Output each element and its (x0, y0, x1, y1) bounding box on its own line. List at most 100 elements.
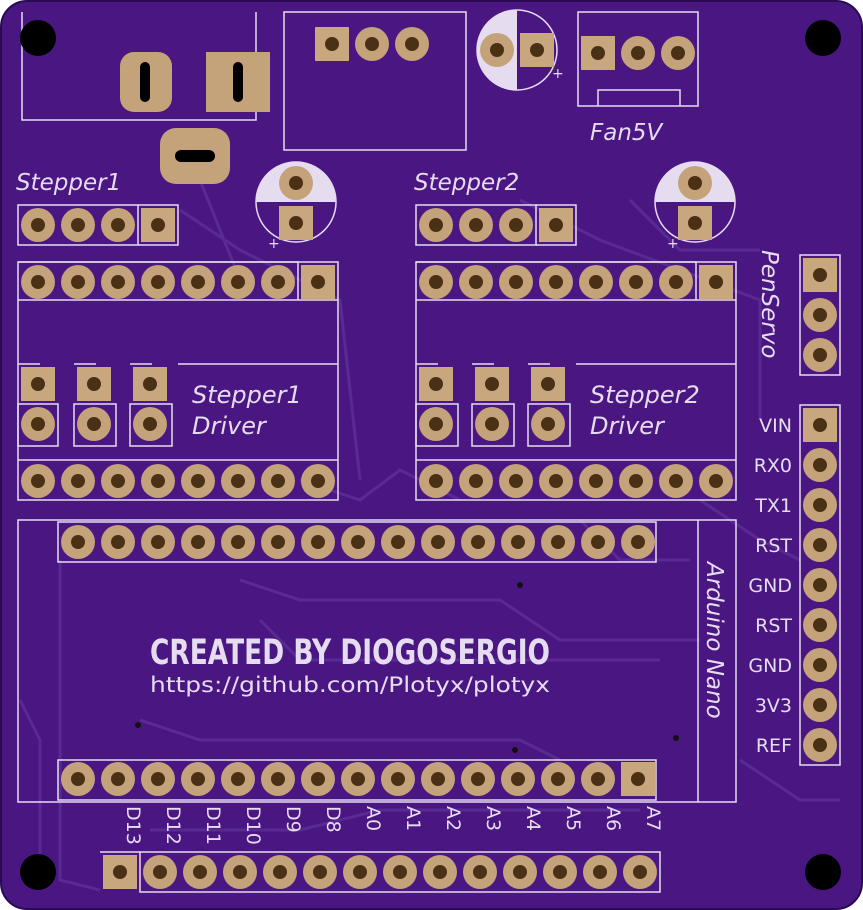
bottom-header-pad (263, 855, 297, 889)
stepper1-driver-pad (261, 265, 295, 299)
stepper2-jumper-pad (531, 407, 565, 441)
bottom-header-label: A0 (362, 806, 384, 831)
silkscreen-outlines (17, 11, 841, 893)
stepper1-jumper-pad (21, 367, 55, 401)
stepper1-driver-pad (141, 464, 175, 498)
arduino-pad (501, 762, 535, 796)
right-header-label: VIN (759, 415, 792, 437)
label-arduino-nano: Arduino Nano (701, 560, 727, 719)
arduino-pad (181, 525, 215, 559)
mount-hole-top-left (20, 20, 56, 56)
arduino-pad (141, 525, 175, 559)
bottom-header-pad (503, 855, 537, 889)
stepper1-driver-pad (101, 464, 135, 498)
arduino-pad (101, 525, 135, 559)
right-header-pad (803, 408, 837, 442)
arduino-pad (141, 762, 175, 796)
arduino-pad (501, 525, 535, 559)
fan-pad (581, 36, 615, 70)
cap-polarity-stepper1: + (268, 236, 280, 252)
stepper2-jumper-pad (531, 367, 565, 401)
stepper2-driver-pad (499, 464, 533, 498)
arduino-pad (261, 525, 295, 559)
label-stepper2-driver-line2: Driver (590, 412, 666, 440)
regulator-pad (395, 27, 429, 61)
bottom-header-pad (143, 855, 177, 889)
stepper1-connector-pad (101, 208, 135, 242)
arduino-pad (581, 525, 615, 559)
stepper1-driver-pad (101, 265, 135, 299)
stepper1-driver-pad (61, 265, 95, 299)
stepper2-driver-pad (539, 265, 573, 299)
arduino-pad (221, 525, 255, 559)
mounting-holes (20, 20, 841, 890)
stepper2-driver-pad (499, 265, 533, 299)
arduino-pad (541, 762, 575, 796)
mount-hole-bottom-right (805, 854, 841, 890)
label-stepper2-driver-line1: Stepper2 (590, 381, 700, 409)
arduino-pad (541, 525, 575, 559)
arduino-pad (341, 525, 375, 559)
bottom-header-label: A4 (522, 806, 544, 831)
bottom-header-label: A7 (642, 806, 664, 831)
label-stepper2: Stepper2 (414, 170, 519, 196)
label-stepper1-driver-line2: Driver (192, 412, 268, 440)
bottom-header-label: D13 (122, 806, 144, 845)
right-header-label: 3V3 (755, 695, 792, 717)
right-header-pad (803, 688, 837, 722)
fan-pad (621, 36, 655, 70)
stepper1-jumper-pad (77, 407, 111, 441)
capacitor-stepper1-pad (279, 206, 313, 240)
stepper1-connector-pad (141, 208, 175, 242)
power-jack (120, 52, 270, 184)
bottom-header-pad (183, 855, 217, 889)
bottom-header-pad (343, 855, 377, 889)
bottom-header-label: D9 (282, 806, 304, 833)
bottom-header-pad (463, 855, 497, 889)
arduino-pad (301, 525, 335, 559)
pen-servo-pad (803, 298, 837, 332)
bottom-header-label: A1 (402, 806, 424, 831)
arduino-pad (101, 762, 135, 796)
regulator-pad (315, 27, 349, 61)
stepper2-connector-pad (539, 208, 573, 242)
vias (135, 582, 679, 753)
stepper2-driver-pad (699, 464, 733, 498)
right-header-pad (803, 608, 837, 642)
label-pen-servo: PenServo (756, 250, 782, 359)
pcb-pads (21, 27, 837, 889)
bottom-header-label: D12 (162, 806, 184, 845)
arduino-pad (621, 525, 655, 559)
right-header-pad (803, 648, 837, 682)
stepper1-jumper-pad (21, 407, 55, 441)
right-header-label: TX1 (754, 495, 792, 517)
arduino-pad (421, 525, 455, 559)
stepper2-driver-pad (619, 464, 653, 498)
stepper1-driver-pad (141, 265, 175, 299)
bottom-header-pad (103, 855, 137, 889)
label-stepper1-driver-line1: Stepper1 (192, 381, 302, 409)
right-header-label: REF (756, 735, 792, 757)
arduino-pad (381, 762, 415, 796)
bottom-header-label: A6 (602, 806, 624, 831)
stepper2-jumper-pad (475, 367, 509, 401)
stepper2-jumper-pad (419, 407, 453, 441)
stepper2-driver-pad (579, 464, 613, 498)
right-header-pad (803, 448, 837, 482)
regulator-pad (355, 27, 389, 61)
cap-polarity-stepper2: + (667, 236, 679, 252)
stepper2-driver-pad (699, 265, 733, 299)
stepper1-driver-pad (61, 464, 95, 498)
arduino-pad (621, 762, 655, 796)
bottom-header-label: A2 (442, 806, 464, 831)
stepper2-driver-pad (539, 464, 573, 498)
bottom-header-label: A3 (482, 806, 504, 831)
credit-title: CREATED BY DIOGOSERGIO (150, 633, 550, 673)
bottom-header-pad (423, 855, 457, 889)
capacitor-stepper1-pad (279, 166, 313, 200)
right-header-label: RST (755, 535, 792, 557)
stepper2-driver-pad (619, 265, 653, 299)
